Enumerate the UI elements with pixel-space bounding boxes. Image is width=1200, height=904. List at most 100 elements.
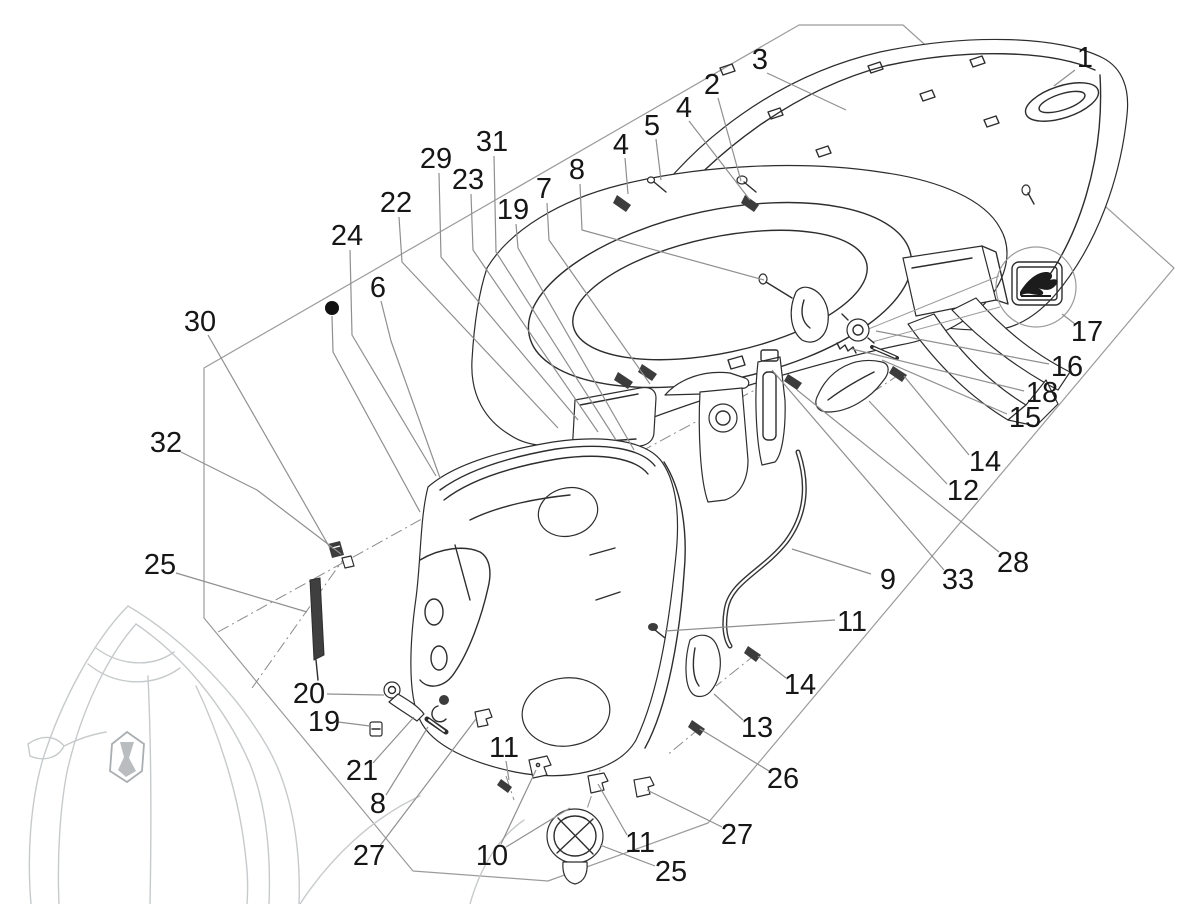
part-label-2: 2	[704, 69, 720, 101]
part-label-3: 3	[752, 44, 768, 76]
part-label-25: 25	[655, 856, 687, 888]
leader-line-25	[175, 572, 308, 613]
leader-line-14	[903, 375, 970, 456]
part-label-28: 28	[997, 547, 1029, 579]
leader-line-24	[349, 249, 437, 477]
lever-and-pins	[369, 681, 493, 737]
leader-line-8	[385, 726, 429, 796]
part-label-11: 11	[837, 606, 867, 638]
part-label-8: 8	[569, 154, 585, 186]
leader-line-32	[180, 451, 342, 555]
leader-line-26	[699, 728, 770, 772]
leader-lines	[175, 69, 1076, 867]
part-label-4: 4	[676, 92, 692, 124]
hook-and-screws	[648, 623, 761, 736]
reference-dot-leader	[331, 315, 421, 513]
reference-dot	[325, 301, 339, 315]
part-label-33: 33	[942, 564, 974, 596]
leader-line-11	[664, 619, 836, 632]
leader-line-27	[378, 718, 477, 848]
leader-line-10	[500, 769, 537, 845]
part-label-17: 17	[1071, 316, 1103, 348]
part-label-14: 14	[969, 446, 1001, 478]
leader-line-12	[868, 400, 948, 485]
leader-line-23	[470, 193, 599, 433]
leader-line-13	[713, 693, 744, 721]
leader-line-19	[337, 721, 371, 727]
leader-line-9	[791, 548, 872, 575]
leader-line-27	[646, 789, 723, 828]
part-label-19: 19	[497, 194, 529, 226]
ghost-scooter-front	[27, 605, 525, 904]
leader-line-1	[1053, 69, 1076, 87]
lid-screws	[613, 175, 759, 212]
leader-line-28	[796, 389, 1000, 553]
leader-line-17	[1061, 313, 1076, 325]
part-label-12: 12	[947, 475, 979, 507]
glovebox-bucket-part	[902, 245, 1071, 427]
leader-line-10	[505, 807, 571, 848]
part-label-27: 27	[721, 819, 753, 851]
leader-line-11	[597, 783, 628, 836]
part-label-22: 22	[380, 187, 412, 219]
inner-shield-panel	[410, 438, 686, 777]
part-label-29: 29	[420, 143, 452, 175]
callout-labels: 1324548719312329222463032251716181514122…	[144, 42, 1103, 888]
part-label-5: 5	[644, 110, 660, 142]
part-label-11: 11	[625, 827, 655, 859]
part-label-16: 16	[1051, 351, 1083, 383]
leader-line-33	[771, 369, 945, 571]
part-label-15: 15	[1009, 402, 1041, 434]
part-label-27: 27	[353, 840, 385, 872]
leader-line-11	[505, 760, 510, 781]
leader-line-16	[875, 330, 1050, 365]
leader-line-30	[207, 334, 331, 549]
leader-line-15	[881, 359, 1008, 415]
part-label-7: 7	[536, 173, 552, 205]
part-label-21: 21	[346, 755, 378, 787]
leader-line-29	[438, 172, 579, 421]
part-label-32: 32	[150, 427, 182, 459]
part-label-6: 6	[370, 272, 386, 304]
leader-line-4	[624, 157, 629, 195]
leader-line-2	[717, 97, 742, 182]
leader-line-22	[398, 216, 559, 429]
cone-trim-part	[815, 359, 889, 413]
leader-line-4	[688, 120, 751, 201]
leader-line-25	[599, 844, 656, 867]
leader-line-20	[326, 693, 385, 696]
part-label-25: 25	[144, 549, 176, 581]
part-label-13: 13	[741, 712, 773, 744]
leader-line-31	[493, 155, 617, 441]
part-label-30: 30	[184, 306, 216, 338]
part-label-18: 18	[1026, 377, 1058, 409]
part-label-24: 24	[331, 220, 363, 252]
hose-part	[722, 449, 807, 649]
part-label-11: 11	[489, 732, 519, 764]
latch-hardware	[758, 184, 1035, 382]
part-label-26: 26	[767, 763, 799, 795]
leader-line-19	[515, 223, 635, 451]
part-label-1: 1	[1077, 42, 1093, 74]
leader-line-7	[546, 202, 651, 385]
part-label-19: 19	[308, 706, 340, 738]
part-label-4: 4	[613, 129, 629, 161]
leader-line-21	[372, 716, 415, 764]
part-label-20: 20	[293, 678, 325, 710]
part-label-8: 8	[370, 788, 386, 820]
tall-bracket-part	[755, 349, 802, 466]
left-side-parts	[309, 541, 355, 681]
leader-line-18	[851, 348, 1025, 392]
part-label-10: 10	[476, 840, 508, 872]
duct-part	[664, 371, 750, 503]
leader-line-8	[579, 183, 765, 281]
leader-line-14	[757, 655, 787, 679]
detail-circle-badge	[865, 246, 1077, 343]
leader-line-3	[766, 72, 847, 111]
part-label-9: 9	[880, 564, 896, 596]
bottom-hardware	[497, 755, 655, 885]
piaggio-badge-icon	[109, 730, 145, 784]
part-label-23: 23	[452, 164, 484, 196]
